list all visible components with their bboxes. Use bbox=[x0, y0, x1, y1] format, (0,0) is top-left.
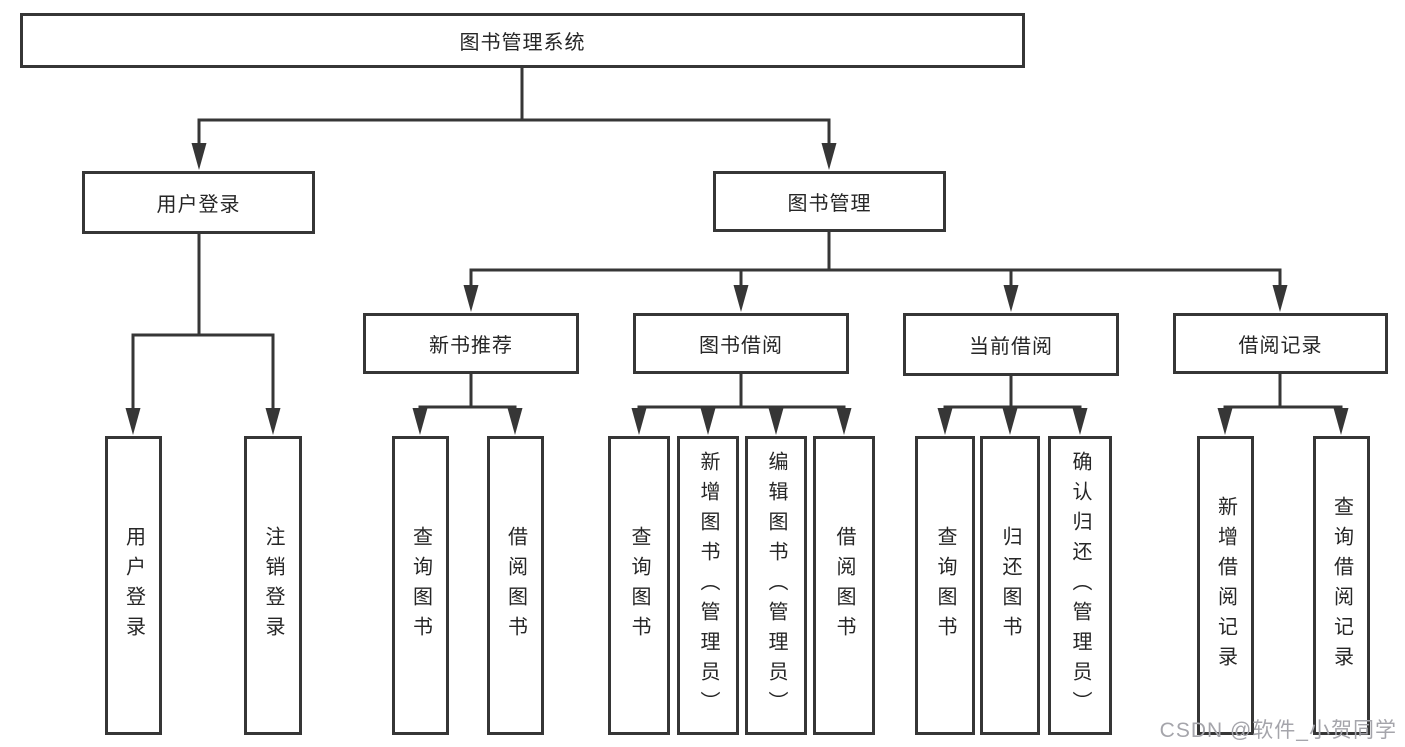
leaf-br-query-record: 查询借阅记录 bbox=[1313, 436, 1370, 735]
leaf-cb-confirm-return-admin: 确认归还（管理员） bbox=[1048, 436, 1112, 735]
node-book-management-label: 图书管理 bbox=[787, 193, 872, 215]
leaf-nbr-borrow-books: 借阅图书 bbox=[487, 436, 544, 735]
leaf-logout-label: 注销登录 bbox=[262, 525, 284, 646]
node-borrow-records: 借阅记录 bbox=[1173, 313, 1388, 374]
leaf-bb-edit-books-admin: 编辑图书（管理员） bbox=[745, 436, 807, 735]
leaf-bb-borrow-books: 借阅图书 bbox=[813, 436, 875, 735]
node-new-book-recommend: 新书推荐 bbox=[363, 313, 579, 374]
leaf-cb-query-books-label: 查询图书 bbox=[934, 525, 956, 646]
leaf-bb-edit-books-admin-label: 编辑图书（管理员） bbox=[765, 450, 787, 721]
node-user-login-label: 用户登录 bbox=[156, 194, 241, 216]
leaf-cb-query-books: 查询图书 bbox=[915, 436, 975, 735]
node-book-borrow: 图书借阅 bbox=[633, 313, 849, 374]
leaf-cb-confirm-return-admin-label: 确认归还（管理员） bbox=[1069, 450, 1091, 721]
leaf-bb-borrow-books-label: 借阅图书 bbox=[833, 525, 855, 646]
leaf-bb-add-books-admin-label: 新增图书（管理员） bbox=[697, 450, 719, 721]
leaf-br-add-record-label: 新增借阅记录 bbox=[1214, 495, 1237, 676]
leaf-nbr-query-books-label: 查询图书 bbox=[409, 525, 432, 646]
node-root: 图书管理系统 bbox=[20, 13, 1025, 68]
leaf-cb-return-books-label: 归还图书 bbox=[999, 525, 1021, 646]
node-book-borrow-label: 图书借阅 bbox=[699, 335, 783, 357]
node-book-management: 图书管理 bbox=[713, 171, 946, 232]
leaf-logout: 注销登录 bbox=[244, 436, 302, 735]
node-root-label: 图书管理系统 bbox=[459, 32, 586, 54]
leaf-br-add-record: 新增借阅记录 bbox=[1197, 436, 1254, 735]
node-user-login: 用户登录 bbox=[82, 171, 315, 234]
leaf-bb-query-books: 查询图书 bbox=[608, 436, 670, 735]
node-current-borrow-label: 当前借阅 bbox=[969, 336, 1053, 358]
leaf-cb-return-books: 归还图书 bbox=[980, 436, 1040, 735]
leaf-nbr-borrow-books-label: 借阅图书 bbox=[504, 525, 527, 646]
leaf-user-login: 用户登录 bbox=[105, 436, 162, 735]
leaf-br-query-record-label: 查询借阅记录 bbox=[1330, 495, 1353, 676]
csdn-watermark: CSDN @软件_小贺同学 bbox=[1159, 719, 1397, 742]
node-borrow-records-label: 借阅记录 bbox=[1238, 335, 1323, 357]
leaf-nbr-query-books: 查询图书 bbox=[392, 436, 449, 735]
leaf-user-login-label: 用户登录 bbox=[122, 525, 145, 646]
node-current-borrow: 当前借阅 bbox=[903, 313, 1119, 376]
leaf-bb-add-books-admin: 新增图书（管理员） bbox=[677, 436, 739, 735]
node-new-book-recommend-label: 新书推荐 bbox=[429, 335, 513, 357]
leaf-bb-query-books-label: 查询图书 bbox=[628, 525, 650, 646]
